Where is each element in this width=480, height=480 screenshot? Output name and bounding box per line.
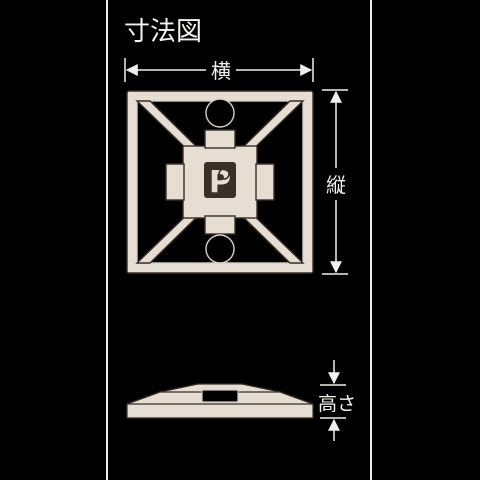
diagram-title: 寸法図 [124, 17, 203, 47]
height-dimension: 高さ [318, 360, 356, 441]
length-label: 縦 [326, 173, 346, 197]
length-dimension: 縦 [322, 89, 348, 275]
brand-logo: P [204, 162, 236, 200]
diagram-panel [106, 0, 372, 480]
width-label: 横 [211, 59, 231, 83]
width-dimension: 横 [124, 58, 314, 83]
height-label: 高さ [318, 393, 356, 415]
mount-side-view [126, 383, 314, 419]
logo-letter: P [209, 165, 231, 200]
